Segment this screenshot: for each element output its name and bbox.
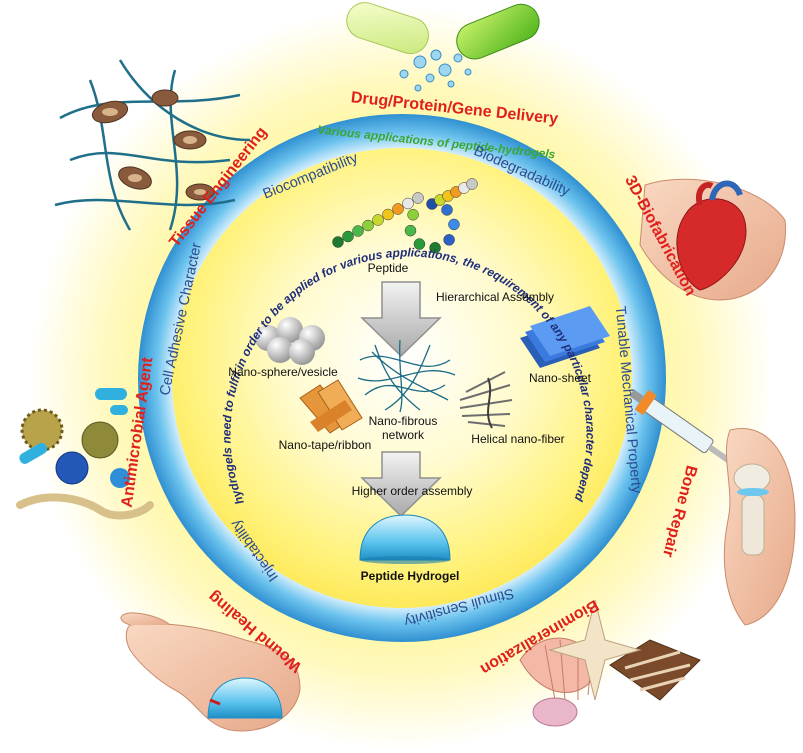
peptide-bead [448,218,460,231]
wound-hand-icon [120,612,301,732]
label-hierarchical-assembly: Hierarchical Assembly [436,290,554,304]
label-helical-fiber: Helical nano-fiber [471,432,564,446]
peptide-bead [404,224,417,237]
hierarchical-arrow [360,281,442,358]
inner-core [172,148,632,608]
peptide-bead [402,197,414,210]
label-higher-order: Higher order assembly [352,484,473,498]
peptide-bead [362,219,374,232]
peptide-bead [342,230,354,243]
nanofiber-network-icon [357,339,456,413]
seashells-icon [519,599,701,727]
peptide-bead [443,234,455,246]
label-nanosphere: Nano-sphere/vesicle [228,365,338,379]
label-nanotape: Nano-tape/ribbon [279,438,372,452]
nanosheet-icon [520,306,610,368]
peptide-bead [407,208,419,221]
nanotape-icon [299,379,363,434]
higher-order-arrow [360,451,442,518]
peptide-bead [372,214,384,226]
peptide-bead [412,192,424,204]
peptide-bead [441,204,453,216]
label-nanofibrous-2: network [382,428,425,442]
peptide-chain-icon [332,178,478,254]
peptide-bead [352,225,364,237]
label-nanofibrous-1: Nano-fibrous [369,414,438,428]
peptide-bead [382,208,394,221]
capsule-icon [346,2,540,92]
tissue-cells-icon [54,59,251,231]
microbes-icon [16,388,154,520]
helical-fiber-icon [459,371,513,429]
label-nanosheet: Nano-sheet [529,371,592,385]
heart-hands-icon [639,178,787,301]
label-peptide: Peptide [368,261,409,275]
peptide-bead [429,242,441,254]
peptide-bead [466,178,478,190]
nanosphere-icon [255,317,325,365]
label-peptide-hydrogel: Peptide Hydrogel [361,569,460,583]
peptide-bead [413,238,426,250]
peptide-bead [392,203,404,215]
hydrogel-dome-icon [359,514,451,564]
knee-joint-icon [723,428,796,626]
peptide-bead [332,236,344,248]
